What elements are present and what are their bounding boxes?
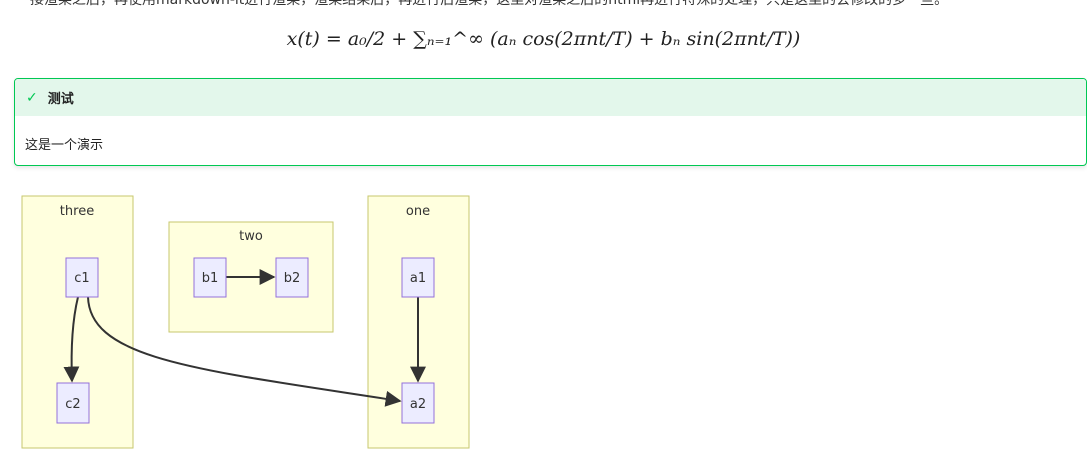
- edge-c1-a2: [87, 296, 402, 407]
- admonition-body: 这是一个演示: [25, 138, 104, 153]
- node-label: b1: [202, 271, 219, 286]
- subgraph-label: one: [406, 204, 430, 219]
- math-formula: x(t) = a₀/2 + ∑ₙ₌₁^∞ (aₙ cos(2πnt/T) + b…: [286, 28, 801, 50]
- node-c2: [56, 382, 90, 424]
- check-icon: ✓: [26, 89, 38, 106]
- node-c1: [65, 257, 99, 298]
- node-a2: [401, 382, 435, 424]
- node-b1: [193, 257, 227, 298]
- subgraph-label: two: [239, 229, 263, 244]
- node-label: a2: [410, 397, 426, 412]
- edge-c1-c2: [63, 296, 80, 383]
- subgraph-label: three: [60, 204, 94, 219]
- node-label: b2: [284, 271, 301, 286]
- node-b2: [275, 257, 309, 298]
- node-label: c2: [65, 397, 80, 412]
- admonition-success: ✓ 测试 这是一个演示: [14, 78, 1087, 166]
- admonition-header: ✓ 测试: [15, 79, 1086, 116]
- node-label: a1: [410, 271, 426, 286]
- node-a1: [401, 257, 435, 298]
- paragraph-text: 接渲染之后，再使用markdown-it进行渲染，渲染结果后，再进行后渲染，这里…: [30, 0, 949, 8]
- admonition-title: 测试: [47, 92, 74, 107]
- node-label: c1: [74, 271, 89, 286]
